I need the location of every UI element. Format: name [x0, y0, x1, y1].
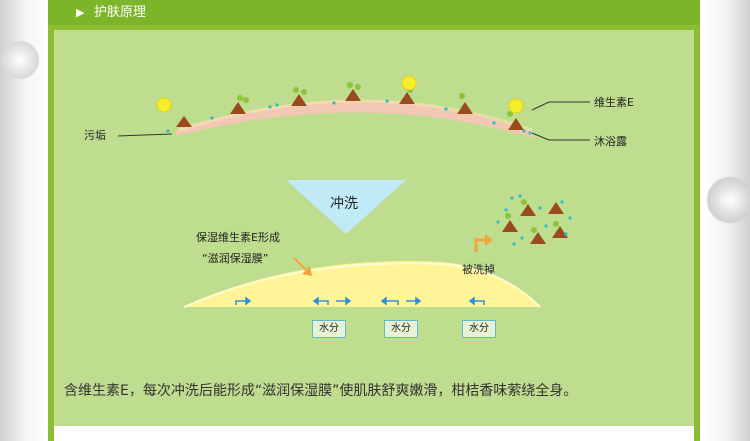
skin-arc-before — [176, 100, 534, 138]
washed-away-arrow — [474, 234, 493, 252]
bottom-strip — [54, 426, 694, 441]
water-label-2: 水分 — [384, 320, 418, 338]
diagram-area: 维生素E 沐浴露 污垢 冲洗 保湿维生素E形成 “滋润保湿膜” 被洗掉 水分 水… — [54, 30, 694, 426]
film-pointer-arrow — [293, 257, 312, 276]
play-arrow-icon: ▶ — [76, 6, 85, 19]
rinse-funnel — [286, 180, 406, 234]
water-arrows — [235, 296, 485, 306]
label-washed-away: 被洗掉 — [462, 263, 495, 276]
label-shower-gel: 沐浴露 — [594, 135, 627, 148]
label-rinse: 冲洗 — [330, 196, 358, 212]
skin-care-diagram — [117, 75, 590, 308]
description-caption: 含维生素E，每次冲洗后能形成“滋润保湿膜”使肌肤舒爽嫩滑，柑桔香味萦绕全身。 — [64, 383, 578, 399]
label-vitamin-e: 维生素E — [594, 96, 634, 109]
water-label-3: 水分 — [462, 320, 496, 338]
dirt-particles-before — [176, 89, 524, 130]
section-title: 护肤原理 — [94, 5, 147, 20]
label-film-line1: 保湿维生素E形成 — [196, 231, 280, 244]
moisture-film — [184, 261, 540, 307]
shower-gel-dots — [166, 99, 532, 135]
label-film-line2: “滋润保湿膜” — [202, 252, 269, 265]
water-label-1: 水分 — [312, 320, 346, 338]
label-dirt: 污垢 — [84, 129, 106, 142]
product-panel: ▶ 护肤原理 — [48, 0, 700, 441]
section-header: ▶ 护肤原理 — [48, 0, 700, 25]
dirt-particles-washed — [502, 202, 568, 244]
vitamin-e-bubbles — [156, 75, 524, 114]
